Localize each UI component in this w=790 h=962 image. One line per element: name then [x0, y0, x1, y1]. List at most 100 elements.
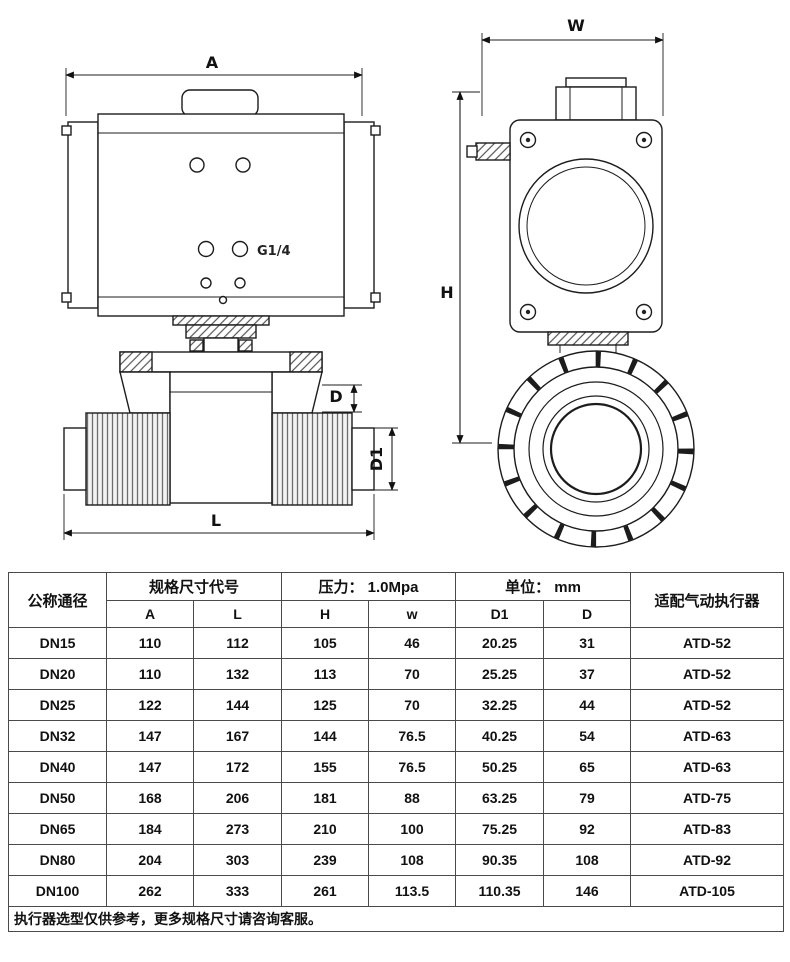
- cell-h: 113: [281, 658, 370, 690]
- valve-bore-circle: [549, 402, 643, 496]
- cell-actuator: ATD-75: [630, 782, 785, 814]
- cell-h: 261: [281, 875, 370, 907]
- cell-dn: DN25: [8, 689, 107, 721]
- air-port-thread-label: G1/4: [257, 244, 291, 259]
- cell-h: 125: [281, 689, 370, 721]
- pneumatic-actuator-front: G1/4: [61, 89, 381, 317]
- cell-actuator: ATD-52: [630, 689, 785, 721]
- header-dim-l: L: [192, 600, 283, 628]
- table-note: 执行器选型仅供参考，更多规格尺寸请咨询客服。: [7, 906, 785, 932]
- table-row: DN32 147 167 144 76.5 40.25 54 ATD-63: [8, 720, 785, 752]
- table-row: DN100 262 333 261 113.5 110.35 146 ATD-1…: [8, 875, 785, 907]
- dimension-d: D: [322, 384, 362, 413]
- cell-dn: DN50: [8, 782, 107, 814]
- cell-l: 167: [192, 720, 283, 752]
- header-unit: 单位： mm: [455, 572, 632, 601]
- cell-w: 88: [368, 782, 457, 814]
- cell-l: 132: [192, 658, 283, 690]
- dimension-l: L: [63, 494, 375, 540]
- table-header-row-2: A L H w D1 D: [9, 600, 784, 628]
- cell-h: 144: [281, 720, 370, 752]
- cell-actuator: ATD-52: [630, 627, 785, 659]
- ball-valve-side: [497, 350, 695, 548]
- cell-h: 155: [281, 751, 370, 783]
- dim-label-a: A: [206, 53, 219, 72]
- cell-actuator: ATD-83: [630, 813, 785, 845]
- actuator-cylinder-body: [97, 113, 345, 317]
- header-actuator: 适配气动执行器: [630, 572, 785, 628]
- pipe-end-right: [351, 427, 375, 491]
- cell-actuator: ATD-63: [630, 720, 785, 752]
- cell-d: 79: [543, 782, 632, 814]
- cell-d: 54: [543, 720, 632, 752]
- cell-w: 46: [368, 627, 457, 659]
- dimension-w: W: [481, 16, 664, 116]
- cell-w: 76.5: [368, 720, 457, 752]
- cell-w: 100: [368, 813, 457, 845]
- dim-label-d: D: [329, 387, 342, 406]
- cell-a: 204: [106, 844, 194, 876]
- cell-d1: 25.25: [455, 658, 545, 690]
- cell-d1: 40.25: [455, 720, 545, 752]
- header-pressure: 压力： 1.0Mpa: [281, 572, 457, 601]
- cell-w: 76.5: [368, 751, 457, 783]
- actuator-end-cap-right: [343, 121, 375, 309]
- table-row: DN40 147 172 155 76.5 50.25 65 ATD-63: [8, 751, 785, 783]
- dim-label-d1: D1: [367, 447, 386, 471]
- cell-w: 70: [368, 689, 457, 721]
- cell-d1: 75.25: [455, 813, 545, 845]
- cell-dn: DN80: [8, 844, 107, 876]
- ball-valve-front: [63, 351, 375, 506]
- cell-l: 172: [192, 751, 283, 783]
- cell-l: 144: [192, 689, 283, 721]
- cell-l: 273: [192, 813, 283, 845]
- cell-a: 110: [106, 658, 194, 690]
- spec-table: 公称通径 规格尺寸代号 压力： 1.0Mpa 单位： mm 适配气动执行器 A …: [7, 572, 785, 932]
- header-nominal-diameter: 公称通径: [8, 572, 107, 628]
- cell-a: 147: [106, 751, 194, 783]
- cell-d1: 50.25: [455, 751, 545, 783]
- front-view: A G1/4: [61, 53, 398, 540]
- pneumatic-actuator-side: [466, 77, 663, 333]
- air-fitting: [475, 142, 511, 161]
- table-row: DN50 168 206 181 88 63.25 79 ATD-75: [8, 782, 785, 814]
- cell-dn: DN100: [8, 875, 107, 907]
- cell-d: 92: [543, 813, 632, 845]
- cell-d: 146: [543, 875, 632, 907]
- cell-h: 105: [281, 627, 370, 659]
- cell-dn: DN40: [8, 751, 107, 783]
- technical-drawing: A G1/4: [61, 16, 695, 548]
- header-dim-d: D: [543, 600, 632, 628]
- cell-dn: DN15: [8, 627, 107, 659]
- actuator-top-port-side: [555, 86, 637, 121]
- header-dim-a: A: [106, 600, 194, 628]
- cell-d1: 110.35: [455, 875, 545, 907]
- actuator-top-port: [181, 89, 259, 117]
- cell-h: 181: [281, 782, 370, 814]
- actuator-end-circle: [518, 158, 654, 294]
- cell-l: 303: [192, 844, 283, 876]
- dimension-a: A: [65, 53, 363, 116]
- table-note-row: 执行器选型仅供参考，更多规格尺寸请咨询客服。: [7, 906, 785, 932]
- cell-h: 210: [281, 813, 370, 845]
- actuator-end-cap-left: [67, 121, 99, 309]
- cell-a: 262: [106, 875, 194, 907]
- union-nut-knurls: [498, 351, 694, 547]
- cell-d: 31: [543, 627, 632, 659]
- header-dim-h: H: [281, 600, 370, 628]
- cell-actuator: ATD-92: [630, 844, 785, 876]
- dim-label-w: W: [567, 16, 585, 35]
- cell-a: 122: [106, 689, 194, 721]
- cell-d1: 20.25: [455, 627, 545, 659]
- cell-h: 239: [281, 844, 370, 876]
- mounting-bracket-front: [172, 315, 270, 353]
- table-header-row-1: 公称通径 规格尺寸代号 压力： 1.0Mpa 单位： mm 适配气动执行器: [8, 572, 785, 628]
- side-view: W: [440, 16, 695, 548]
- cell-w: 113.5: [368, 875, 457, 907]
- header-dim-d1: D1: [455, 600, 545, 628]
- union-nut-right: [271, 412, 353, 506]
- cell-a: 147: [106, 720, 194, 752]
- dim-label-l: L: [211, 511, 221, 530]
- valve-drawing-svg: A G1/4: [61, 16, 695, 548]
